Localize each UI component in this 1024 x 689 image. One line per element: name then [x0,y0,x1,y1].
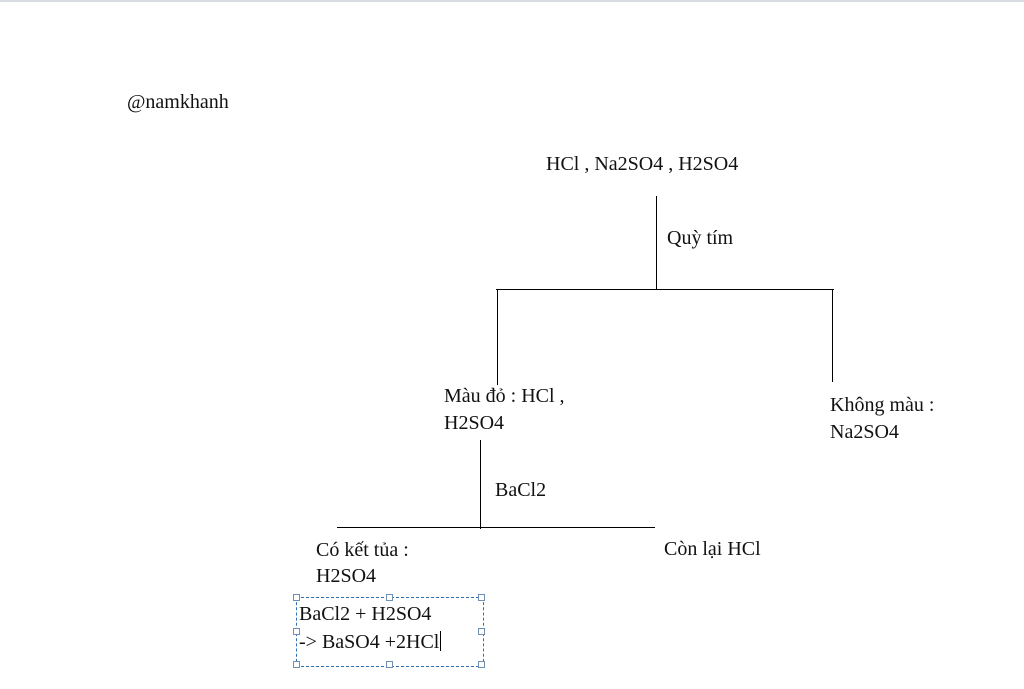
resize-handle-top-right[interactable] [478,594,485,601]
resize-handle-bottom[interactable] [386,661,393,668]
reagent-label-bacl2: BaCl2 [495,479,547,501]
resize-handle-top[interactable] [386,594,393,601]
equation-line1: BaCl2 + H2SO4 [299,603,432,625]
node-red-line2: H2SO4 [444,412,505,434]
equation-textbox[interactable]: BaCl2 + H2SO4 -> BaSO4 +2HCl [293,594,485,668]
node-remaining-hcl: Còn lại HCl [664,538,761,560]
resize-handle-top-left[interactable] [293,594,300,601]
root-stem-line [656,196,657,290]
node-precip-line1: Có kết tủa : [316,539,409,561]
resize-handle-left[interactable] [293,628,300,635]
equation-line2-wrap: -> BaSO4 +2HCl [299,628,442,656]
resize-handle-bottom-left[interactable] [293,661,300,668]
node-precip-line2: H2SO4 [316,565,377,587]
top-border [0,0,1024,2]
second-stem-line [480,440,481,529]
node-red-line1: Màu đỏ : HCl , [444,385,565,407]
branch-bar-2 [337,527,655,528]
resize-handle-bottom-right[interactable] [478,661,485,668]
node-colorless-line1: Không màu : [830,394,935,416]
branch-bar-1 [496,289,834,290]
root-node: HCl , Na2SO4 , H2SO4 [546,153,739,175]
branch-left-line [497,289,498,385]
text-caret [440,631,442,651]
reagent-label-litmus: Quỳ tím [667,227,734,249]
equation-line2: -> BaSO4 +2HCl [299,631,440,653]
branch-right-line [832,289,833,382]
node-colorless-line2: Na2SO4 [830,421,899,443]
watermark-label: @namkhanh [127,91,229,113]
resize-handle-right[interactable] [478,628,485,635]
equation-text[interactable]: BaCl2 + H2SO4 -> BaSO4 +2HCl [299,600,442,656]
